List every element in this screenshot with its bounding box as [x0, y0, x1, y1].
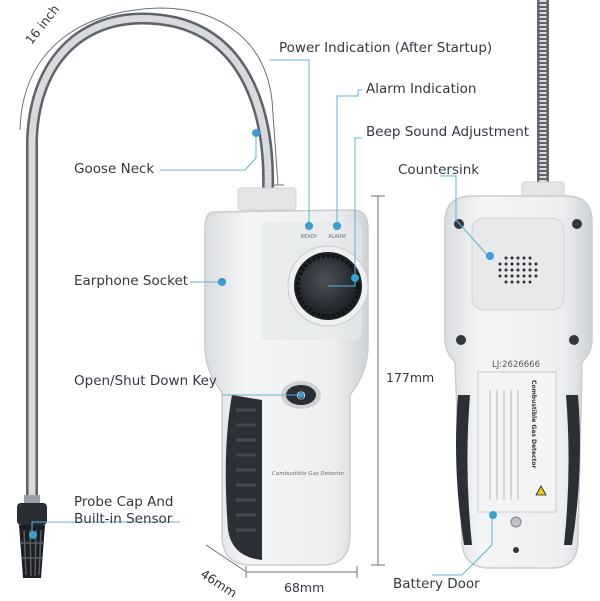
- model-number: LJ:2626666: [492, 360, 540, 370]
- ready-led-label: READY: [301, 234, 319, 240]
- front-device-text: Combustible Gas Detector: [272, 471, 345, 477]
- goose-neck: [26, 12, 275, 501]
- neck-collar: [237, 187, 297, 211]
- label-probe-cap: Probe Cap And Built-in Sensor: [74, 494, 174, 528]
- label-countersink: Countersink: [398, 162, 480, 178]
- label-earphone-socket: Earphone Socket: [74, 273, 189, 289]
- label-goose-neck: Goose Neck: [74, 161, 155, 177]
- callout-lines: [31, 59, 493, 576]
- dim-width: 68mm: [284, 580, 325, 595]
- callout-dots: [29, 129, 497, 539]
- rear-neck: [521, 0, 565, 199]
- alarm-led-label: ALARM: [328, 234, 346, 240]
- label-beep-sound-adjustment: Beep Sound Adjustment: [366, 124, 530, 140]
- dimension-lines: [19, 7, 385, 578]
- back-device-title: Combustible Gas Detector: [530, 380, 537, 469]
- probe-cap: [17, 495, 47, 578]
- rear-body: [444, 195, 593, 569]
- label-probe-cap-line2: Built-in Sensor: [74, 510, 173, 527]
- front-body: ⏻ Combustible Gas Detector: [204, 209, 369, 566]
- label-battery-door: Battery Door: [393, 576, 480, 592]
- dim-height: 177mm: [386, 370, 435, 385]
- label-probe-cap-line1: Probe Cap And: [74, 494, 174, 510]
- label-alarm-indication: Alarm Indication: [366, 81, 477, 97]
- label-power-indication: Power Indication (After Startup): [279, 40, 493, 56]
- label-open-shut-down-key: Open/Shut Down Key: [74, 373, 217, 389]
